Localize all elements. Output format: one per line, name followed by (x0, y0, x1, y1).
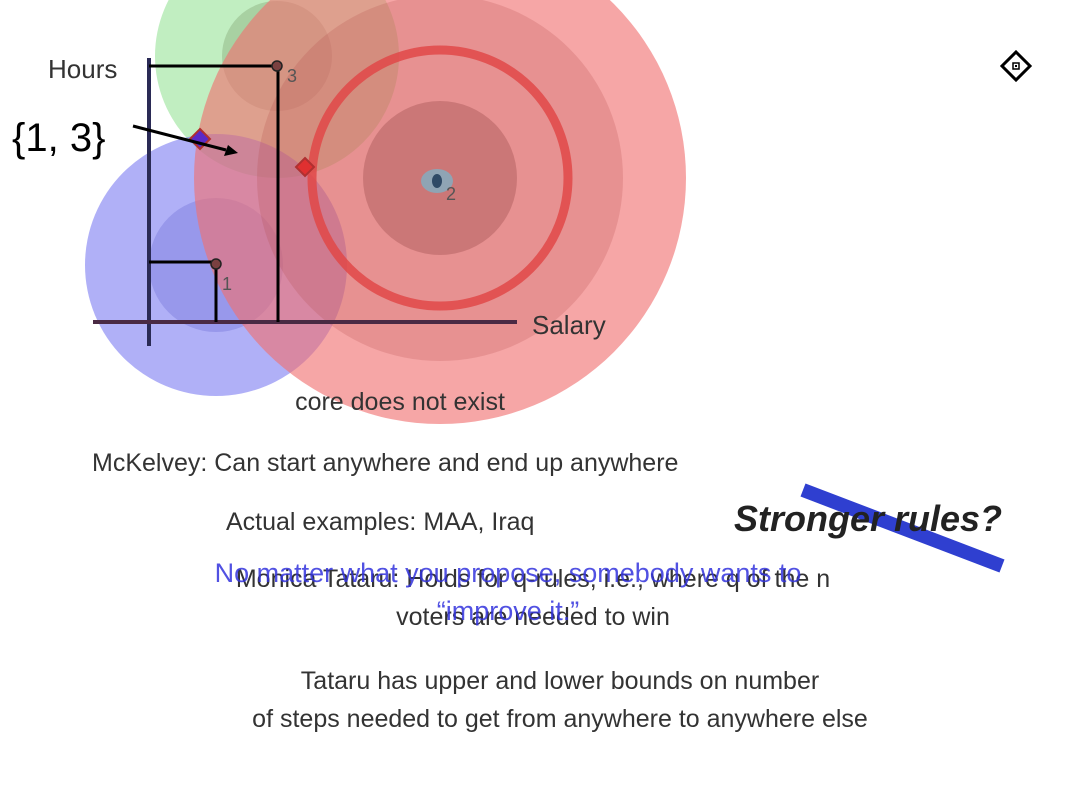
x-axis-label: Salary (532, 310, 606, 340)
voter2-ring (307, 45, 573, 311)
overlay-line-2: “improve it.” (436, 596, 580, 626)
stronger-rules-strike (800, 483, 1005, 573)
overlay-line-1: No matter what you propose, somebody wan… (214, 558, 802, 588)
y-axis-label: Hours (48, 54, 118, 84)
coalition-label: {1, 3} (12, 116, 106, 160)
coalition-arrow (132, 124, 227, 152)
point-label-1: 1 (222, 274, 233, 294)
voter3-ideal-point (271, 60, 283, 72)
stronger-rules-heading: Stronger rules? (734, 498, 1003, 539)
voter1-ideal-point (210, 258, 222, 270)
voter2-outer-circle (194, 0, 686, 424)
tataru-bounds-line-2: of steps needed to get from anywhere to … (252, 705, 868, 733)
coalition-arrow-head (224, 145, 238, 156)
voter2-ideal-point (432, 174, 442, 188)
point-label-2: 2 (446, 184, 457, 204)
point-label-3: 3 (287, 66, 298, 86)
diamond-nav-icon[interactable] (999, 49, 1033, 83)
tataru-line-2: voters are needed to win (396, 603, 670, 631)
tataru-bounds-line-1: Tataru has upper and lower bounds on num… (300, 667, 820, 695)
actual-examples-text: Actual examples: MAA, Iraq (226, 508, 535, 536)
mckelvey-text: McKelvey: Can start anywhere and end up … (92, 449, 679, 477)
tataru-line-1: Monica Tataru: Holds for q-rules, i.e., … (235, 565, 831, 593)
status-quo-diamond (294, 156, 316, 178)
core-text: core does not exist (295, 388, 505, 416)
